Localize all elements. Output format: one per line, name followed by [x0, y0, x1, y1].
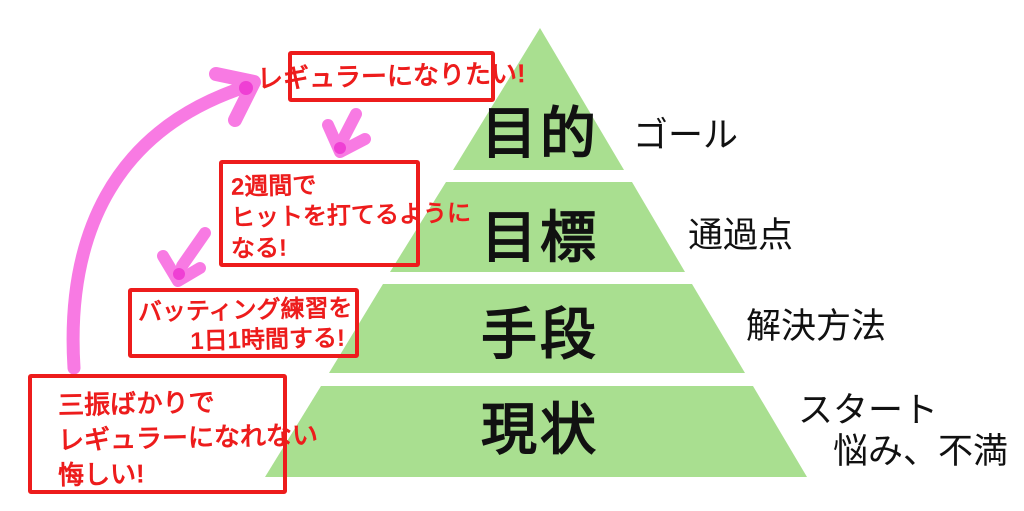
pyramid-level-4-shape	[265, 386, 807, 477]
note-line: 三振ばかりで	[57, 387, 215, 421]
down-arrow-1-overlap-dot	[334, 142, 346, 154]
note-line: 2週間で	[230, 172, 317, 201]
pyramid-label-means: 手段	[481, 303, 599, 366]
down-arrow-2-overlap-dot	[173, 268, 185, 280]
pyramid-level-3-shape	[329, 284, 745, 373]
pyramid-level-1-shape	[453, 28, 624, 170]
cycle-up-arrow-head-overlap-dot	[239, 81, 253, 95]
pyramid-label-objective: 目標	[481, 206, 599, 269]
note-line: ヒットを打てるように	[230, 199, 472, 232]
side-label-start: スタート	[798, 391, 939, 430]
note-line: レギュラーになりたい!	[256, 57, 527, 94]
down-arrow-1-shaft	[334, 108, 362, 151]
down-arrow-2-head	[157, 250, 206, 287]
note-strikeout-frustration: 三振ばかりで レギュラーになれない 悔しい!	[28, 374, 319, 494]
side-label-waypoint: 通過点	[688, 216, 794, 255]
note-line: なる!	[230, 234, 288, 263]
note-batting-practice: バッティング練習を 1日1時間する!	[128, 288, 359, 358]
side-label-solution: 解決方法	[746, 307, 887, 346]
note-hit-in-two-weeks: 2週間で ヒットを打てるように なる!	[219, 160, 472, 267]
note-line: 1日1時間する!	[190, 324, 346, 356]
note-line: レギュラーになれない	[57, 419, 319, 456]
pyramid-level-2-shape	[390, 182, 685, 272]
down-arrow-2-shaft	[176, 227, 211, 272]
pyramid-label-purpose: 目的	[481, 102, 599, 165]
cycle-up-arrow-shaft	[66, 79, 255, 375]
side-label-worries: 悩み、不満	[833, 432, 1009, 471]
pyramid-label-current-state: 現状	[481, 398, 599, 461]
note-want-to-be-regular: レギュラーになりたい!	[257, 51, 526, 102]
side-label-goal: ゴール	[633, 116, 739, 155]
note-line: 悔しい!	[57, 458, 145, 491]
cycle-up-arrow-head	[209, 67, 261, 127]
note-line: バッティング練習を	[137, 294, 353, 327]
